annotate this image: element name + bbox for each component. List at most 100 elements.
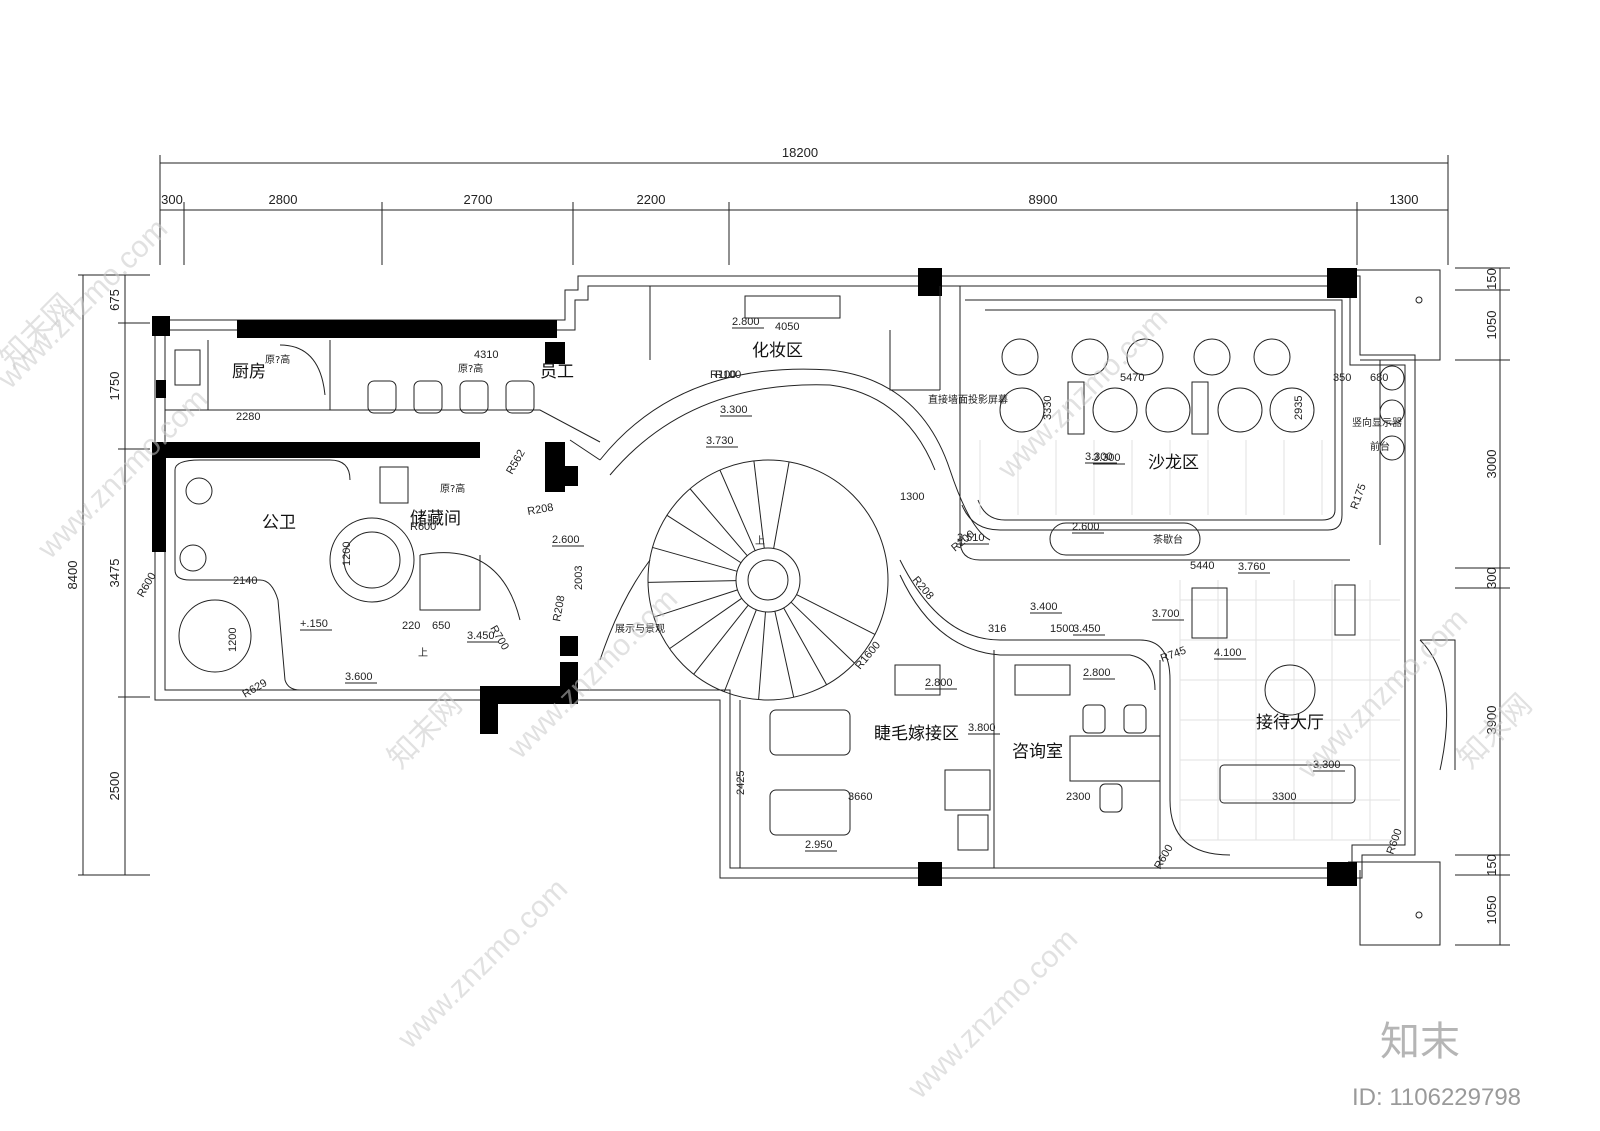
top-dimension-lines: 18200 300 2800 2700 2200 8900 1300 <box>159 145 1449 265</box>
stair-tread <box>783 607 828 685</box>
inner-dim: 5440 <box>1190 560 1214 572</box>
room-label-makeup: 化妆区 <box>752 341 803 361</box>
salon-chair <box>1145 387 1191 433</box>
watermark-text: www.znzmo.com <box>1291 602 1474 785</box>
dim-right-6: 150 <box>1484 854 1499 876</box>
inner-dimensions: 4310 2280 4050 5470 350 680 3330 2935 54… <box>227 321 1388 803</box>
dim-top-6: 1300 <box>1390 192 1419 207</box>
staff-chair <box>413 380 443 414</box>
stair-tread <box>723 609 757 692</box>
salon-stool <box>1253 338 1291 376</box>
radius-label: R745 <box>1159 645 1188 665</box>
outer-walls <box>152 268 1441 946</box>
lash-bed <box>769 789 851 836</box>
inner-dim: 316 <box>988 623 1006 635</box>
ceiling-level-label: 3.450 <box>1073 623 1101 635</box>
watermark-text: www.znzmo.com <box>391 872 574 1055</box>
radius-label: R208 <box>526 502 554 518</box>
salon-stool <box>1126 338 1164 376</box>
watermark-text: www.znzmo.com <box>901 922 1084 1105</box>
note-display: 展示与景观 <box>615 623 665 635</box>
salon-chair <box>999 387 1045 433</box>
inner-dim: 2003 <box>573 566 585 590</box>
brand-logo: 知末 <box>1380 1019 1460 1065</box>
kitchen-sink <box>174 349 201 386</box>
wc-sink <box>957 814 989 851</box>
dim-total-width: 18200 <box>782 145 818 160</box>
consult-table <box>1069 735 1161 782</box>
dim-top-4: 2200 <box>637 192 666 207</box>
inner-dim: 2280 <box>236 411 260 423</box>
inner-dim: 4050 <box>775 321 799 333</box>
staff-chair <box>505 380 535 414</box>
salon-stool <box>1071 338 1109 376</box>
inner-dim: 1300 <box>900 491 924 503</box>
radius-label: R1600 <box>853 639 883 672</box>
dim-total-height: 8400 <box>65 561 80 590</box>
room-label-reception: 接待大厅 <box>1256 713 1324 733</box>
staff-chair <box>459 380 489 414</box>
watermark-text-cn: 知末网 <box>1452 688 1539 775</box>
radius-label: R100 <box>710 369 736 381</box>
ceiling-level-label: 3.730 <box>706 435 734 447</box>
stair-tread <box>773 461 790 549</box>
inner-dim: 1200 <box>227 628 239 652</box>
staff-chair <box>367 380 397 414</box>
dim-right-5: 3900 <box>1484 706 1499 735</box>
note-projection: 直接墙面投影屏幕 <box>928 393 1008 406</box>
furniture <box>174 295 1456 919</box>
storage-sink <box>379 466 409 504</box>
ceiling-level-label: 2.950 <box>805 839 833 851</box>
stair-tread <box>753 460 765 549</box>
stair-tread <box>719 469 756 551</box>
salon-stool <box>1001 338 1039 376</box>
note-up: 上 <box>755 535 765 547</box>
inner-dim: 350 <box>1333 372 1351 384</box>
makeup-counter <box>744 295 841 319</box>
ceiling-levels: 2.8003.3003.7303.3002.6002.6003.5103.450… <box>300 316 1345 852</box>
note-tea: 茶歇台 <box>1153 533 1183 546</box>
watermark-text: www.znzmo.com <box>501 582 684 765</box>
watermark-text: www.znzmo.com <box>991 302 1174 485</box>
room-label-salon: 沙龙区 <box>1148 453 1199 473</box>
ceiling-level-label: 3.300 <box>1093 452 1121 464</box>
radius-label: R562 <box>504 448 528 477</box>
annotation-notes: 直接墙面投影屏幕 展示与景观 茶歇台 竖向显示器 前台 上 上 原?高 原?高 … <box>265 353 1402 659</box>
radius-label: R208 <box>910 574 936 602</box>
tea-bar <box>1049 522 1201 556</box>
dim-right-3: 3000 <box>1484 450 1499 479</box>
ceiling-level-label: 2.800 <box>732 316 760 328</box>
right-dimension-lines: 150 1050 3000 300 3900 150 1050 <box>1455 267 1510 946</box>
inner-dim: 2140 <box>233 575 257 587</box>
room-label-lash: 睫毛嫁接区 <box>874 724 959 744</box>
radius-label: R629 <box>241 677 270 701</box>
ceiling-level-label: 3.600 <box>345 671 373 683</box>
ceiling-level-label: 3.300 <box>1313 759 1341 771</box>
ceiling-level-label: 3.760 <box>1238 561 1266 573</box>
radius-label: R100 <box>715 369 741 381</box>
inner-dim: 2300 <box>1066 791 1090 803</box>
inner-dim: 220 <box>402 620 420 632</box>
room-label-wc: 公卫 <box>262 513 296 533</box>
watermark-text: www.znzmo.com <box>31 382 214 565</box>
salon-chair <box>1269 387 1315 433</box>
stair-tread <box>774 611 795 698</box>
watermark-text: www.znzmo.com <box>0 212 174 395</box>
dim-left-4: 2500 <box>107 772 122 801</box>
radius-label: R175 <box>1349 482 1369 511</box>
watermark-text-cn: 知末网 <box>382 688 469 775</box>
ceiling-level-label: 3.450 <box>467 630 495 642</box>
id-label: ID: 1106229798 <box>1352 1084 1521 1111</box>
salon-chair <box>1092 387 1138 433</box>
interior-partitions <box>165 286 1381 868</box>
salon-chair <box>1217 387 1263 433</box>
ceiling-level-label: 2.600 <box>1072 521 1100 533</box>
note-up2: 上 <box>418 647 428 659</box>
inner-dim: 2425 <box>735 771 747 795</box>
stair-tread <box>653 589 738 618</box>
stair-tread <box>648 580 737 583</box>
lash-bed <box>769 709 851 756</box>
stair-tread <box>666 514 742 564</box>
radius-label: R600 <box>410 521 436 533</box>
